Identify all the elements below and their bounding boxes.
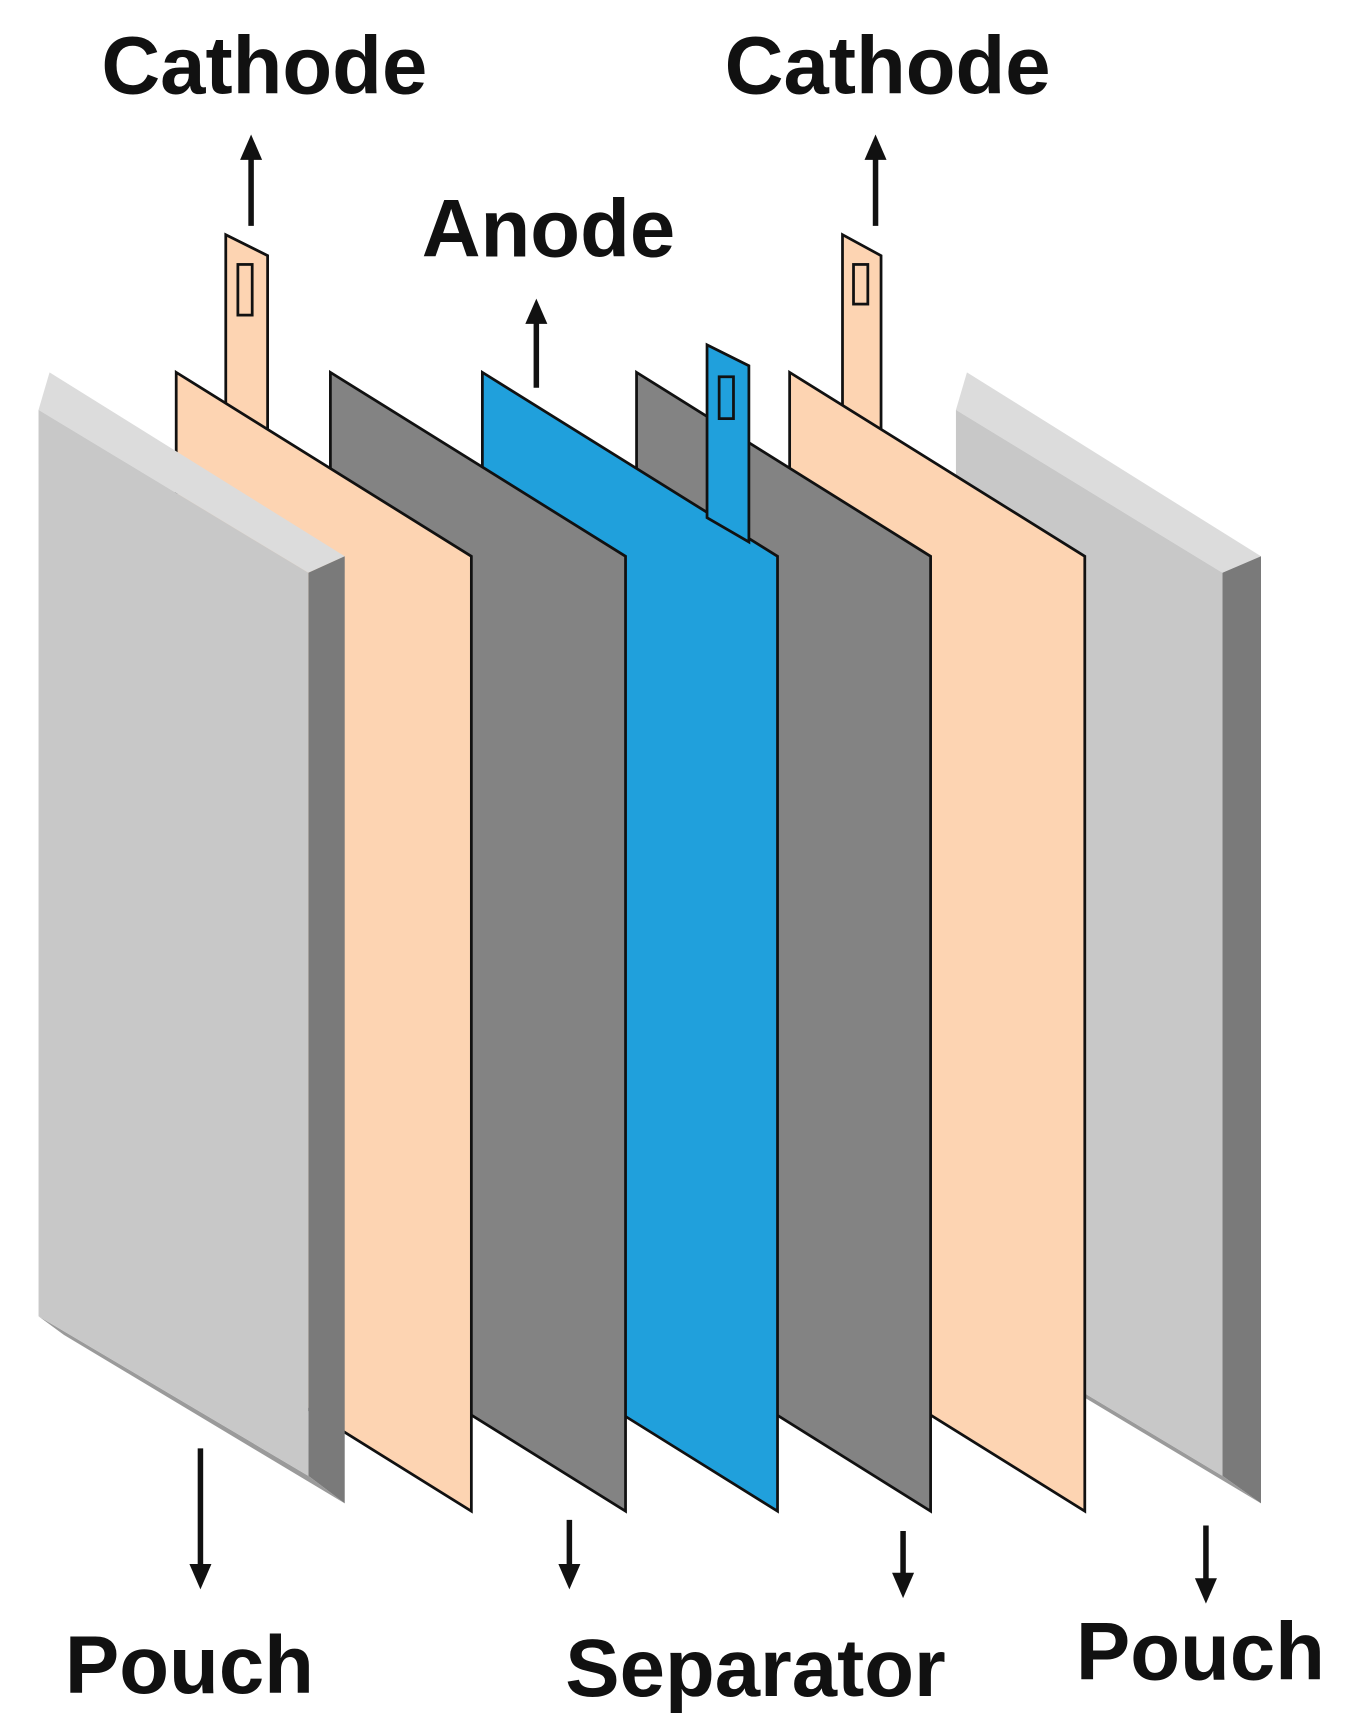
label-cathode-right: Cathode bbox=[725, 21, 1051, 112]
label-anode: Anode bbox=[422, 184, 676, 275]
tab-hole bbox=[717, 375, 735, 421]
label-separator: Separator bbox=[565, 1623, 945, 1714]
arrow-up-icon bbox=[525, 298, 548, 388]
label-cathode-left: Cathode bbox=[101, 21, 427, 112]
tab-hole bbox=[236, 263, 254, 317]
label-pouch-right: Pouch bbox=[1076, 1607, 1325, 1698]
arrows bbox=[189, 134, 1217, 1604]
arrow-down-icon bbox=[558, 1519, 581, 1590]
arrow-down-icon bbox=[189, 1448, 212, 1590]
arrow-down-icon bbox=[892, 1530, 915, 1599]
arrow-up-icon bbox=[864, 134, 887, 226]
label-pouch-left: Pouch bbox=[65, 1620, 314, 1711]
arrow-down-icon bbox=[1194, 1525, 1217, 1604]
tab-hole bbox=[852, 263, 870, 306]
arrow-up-icon bbox=[240, 134, 263, 226]
pouch-left bbox=[38, 372, 345, 1504]
